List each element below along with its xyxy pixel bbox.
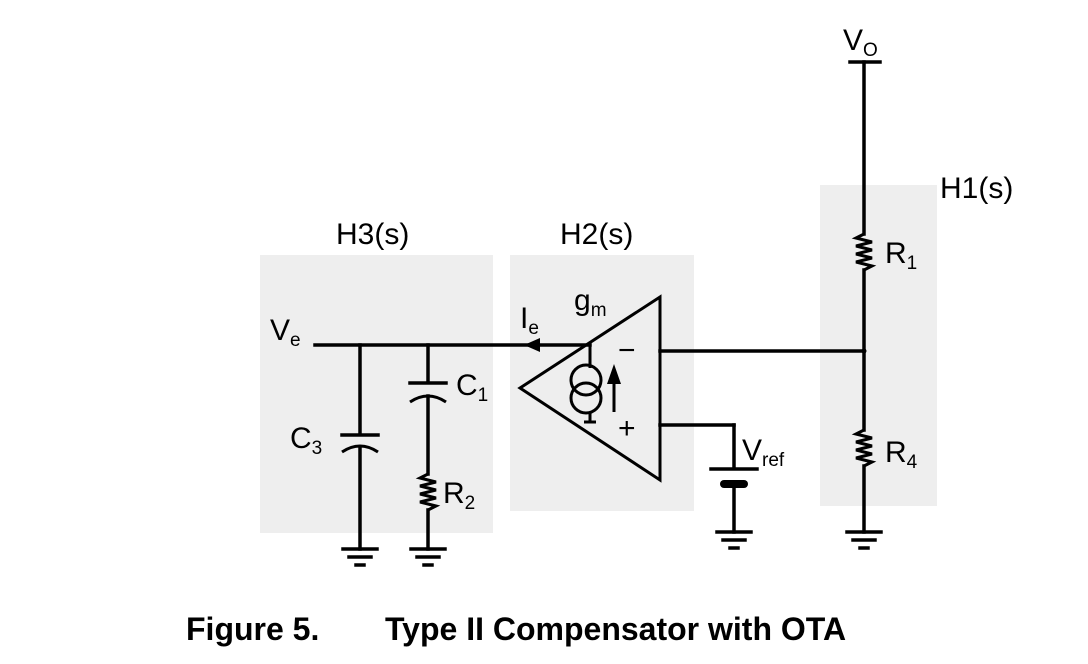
ie-arrow — [524, 338, 540, 352]
noninverting-input-sign: + — [618, 412, 636, 445]
c3-branch: C3 — [290, 343, 380, 551]
voltage-divider: R1 R4 — [851, 60, 918, 534]
vref-source: Vref — [658, 423, 785, 534]
ground-symbol-r2 — [409, 547, 447, 567]
junction-dot — [861, 348, 867, 354]
ve-label: Ve — [270, 314, 301, 351]
ie-label: Ie — [520, 302, 539, 339]
ota-amplifier — [517, 294, 662, 483]
c1-r2-branch: C1 R2 — [408, 343, 488, 551]
resistor-r4 — [851, 428, 877, 468]
c3-label: C3 — [290, 422, 322, 459]
ground-symbol-c3 — [341, 547, 379, 567]
vref-label: Vref — [742, 434, 785, 471]
r2-label: R2 — [443, 477, 475, 514]
figure-title: Type II Compensator with OTA — [385, 611, 846, 647]
c1-label: C1 — [456, 369, 488, 406]
ground-symbol-r4 — [845, 530, 883, 550]
h1-label: H1(s) — [940, 172, 1013, 205]
resistor-r1 — [851, 232, 877, 272]
figure-number: Figure 5. — [186, 611, 319, 647]
svg-text:VO: VO — [843, 24, 878, 61]
r1-label: R1 — [885, 237, 917, 274]
resistor-r2 — [415, 472, 441, 512]
h3-label: H3(s) — [336, 218, 409, 251]
r4-label: R4 — [885, 436, 918, 473]
vo-terminal: VO — [843, 24, 882, 64]
current-source-symbol — [569, 346, 621, 424]
h3-block — [260, 255, 493, 533]
ground-symbol-vref — [715, 530, 753, 550]
h2-label: H2(s) — [560, 218, 633, 251]
inverting-input-sign: − — [618, 334, 636, 367]
gm-label: gm — [574, 284, 607, 321]
h1-block — [820, 185, 937, 506]
